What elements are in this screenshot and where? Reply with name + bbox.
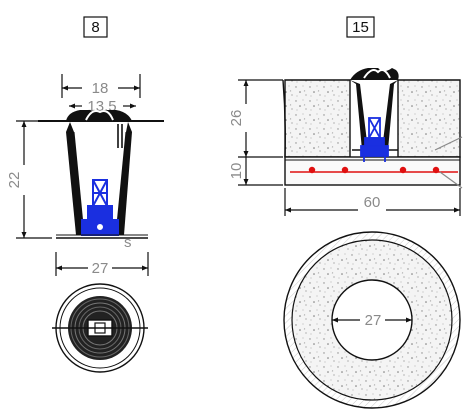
left-detail: 8 18 13.5 2 bbox=[6, 16, 164, 373]
right-tag-label: 15 bbox=[352, 19, 369, 36]
dim-upper: 26 bbox=[228, 79, 283, 157]
dim-upper-label: 26 bbox=[228, 110, 245, 127]
funnel-body bbox=[66, 122, 132, 236]
dim-width-label: 60 bbox=[364, 194, 381, 211]
left-tag-label: 8 bbox=[91, 19, 99, 36]
dim-lower-label: 10 bbox=[228, 163, 245, 180]
label-s: s bbox=[124, 234, 132, 251]
dim-base: 27 bbox=[55, 252, 149, 277]
right-fitting bbox=[360, 117, 389, 162]
dim-top-outer: 18 bbox=[61, 74, 141, 98]
right-detail: 15 bbox=[228, 16, 463, 409]
right-plan-view bbox=[283, 231, 461, 409]
right-funnel bbox=[350, 68, 399, 151]
right-tag: 15 bbox=[346, 16, 375, 38]
left-tag: 8 bbox=[83, 16, 108, 38]
dim-base-label: 27 bbox=[92, 260, 109, 277]
dim-inner-label: 27 bbox=[365, 312, 382, 329]
dim-width: 60 bbox=[284, 188, 461, 216]
funnel-flange bbox=[66, 110, 132, 121]
dim-inner: 27 bbox=[332, 312, 412, 329]
dim-top-outer-label: 18 bbox=[92, 80, 109, 97]
dim-height-label: 22 bbox=[6, 172, 23, 189]
dim-height: 22 bbox=[6, 120, 52, 239]
slab-section bbox=[282, 79, 463, 189]
left-fitting bbox=[81, 179, 119, 236]
dim-lower: 10 bbox=[228, 156, 283, 186]
left-plan-view bbox=[52, 283, 148, 373]
